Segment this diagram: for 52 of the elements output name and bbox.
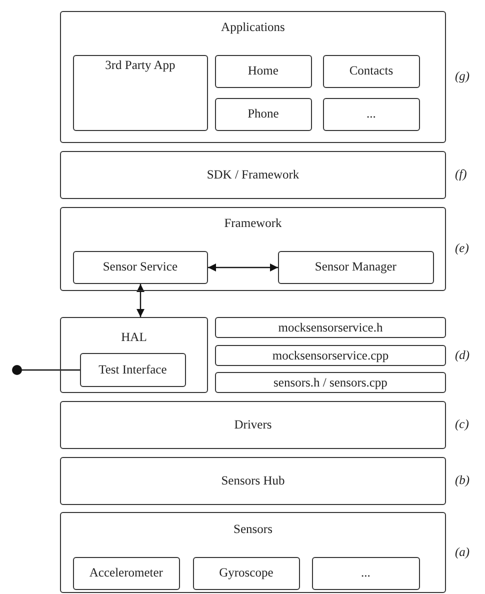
layer-title: Applications (221, 20, 285, 35)
component-box (60, 401, 446, 449)
component-box (214, 98, 312, 131)
layer-panel (60, 207, 446, 291)
component-label: mocksensorservice.cpp (272, 348, 389, 363)
component-box (215, 372, 446, 393)
layer-title: Sensors (234, 522, 272, 537)
layer-label: (f) (455, 167, 467, 182)
component-label: Sensor Service (102, 260, 178, 275)
component-box (322, 98, 420, 131)
component-box (215, 317, 446, 338)
component-box (192, 556, 300, 590)
component-box (312, 556, 420, 590)
component-box (72, 556, 180, 590)
component-label: Drivers (234, 418, 272, 432)
layer-label: (g) (455, 69, 470, 84)
component-box (278, 250, 434, 284)
component-label: Sensor Manager (314, 260, 396, 275)
component-label: ... (366, 106, 376, 122)
component-label: SDK / Framework (206, 168, 300, 182)
component-box (72, 54, 208, 131)
layer-title: Framework (224, 216, 282, 231)
component-label: 3rd Party App (105, 58, 176, 73)
component-label: Home (248, 64, 278, 79)
layer-panel (60, 512, 446, 593)
component-box (72, 250, 208, 284)
component-label: mocksensorservice.h (278, 320, 383, 335)
component-label: Sensors Hub (221, 474, 285, 488)
layer-panel (60, 11, 446, 143)
component-box (80, 352, 186, 387)
dot-connector (12, 365, 80, 375)
double-arrow (208, 264, 278, 272)
layer-label: (a) (455, 544, 470, 560)
component-label: ... (361, 566, 370, 581)
double-arrow (136, 284, 144, 317)
component-label: Gyroscope (219, 566, 274, 581)
component-box (214, 54, 312, 88)
layer-label: (c) (455, 417, 469, 432)
component-label: Contacts (349, 64, 394, 79)
component-label: sensors.h / sensors.cpp (274, 375, 388, 390)
layer-panel (60, 317, 208, 393)
layer-label: (d) (455, 348, 470, 362)
component-box (60, 457, 446, 505)
layer-title: HAL (121, 330, 147, 345)
layer-label: (b) (455, 473, 470, 488)
component-box (60, 151, 446, 199)
layer-label: (e) (455, 241, 469, 256)
component-box (215, 345, 446, 366)
component-label: Accelerometer (89, 566, 163, 581)
component-box (322, 54, 420, 88)
component-label: Test Interface (98, 362, 167, 378)
component-label: Phone (248, 106, 279, 122)
